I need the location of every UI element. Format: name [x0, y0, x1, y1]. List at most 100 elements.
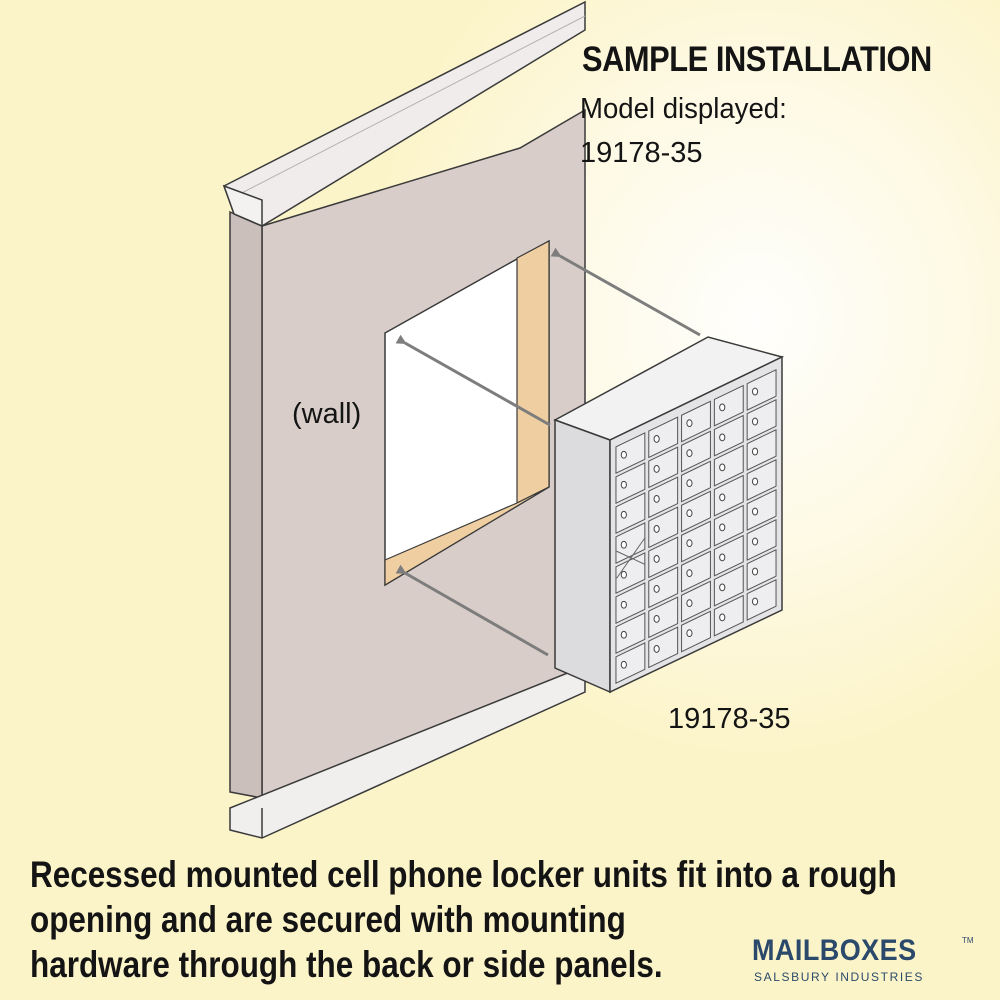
locker-door	[746, 398, 777, 441]
locker-door	[648, 596, 679, 639]
lock-icon	[653, 645, 660, 653]
lock-icon	[653, 525, 660, 533]
lock-icon	[686, 629, 693, 638]
logo-name: MAILBOXES	[752, 934, 917, 967]
lock-icon	[751, 447, 759, 456]
locker-door	[648, 446, 679, 489]
locker-door	[713, 534, 744, 577]
lock-icon	[653, 615, 660, 623]
lock-icon	[620, 510, 627, 519]
caption-line: opening and are secured with mounting	[30, 899, 626, 940]
locker-side	[554, 418, 611, 694]
lock-icon	[751, 387, 759, 396]
locker-door	[648, 476, 679, 519]
lock-icon	[686, 479, 693, 488]
lock-icon	[719, 613, 726, 622]
lock-icon	[653, 435, 660, 443]
wall-label: (wall)	[292, 398, 362, 430]
caption-line: hardware through the back or side panels…	[30, 944, 663, 985]
lock-icon	[653, 465, 660, 473]
lock-icon	[719, 583, 726, 592]
lock-icon	[653, 555, 660, 563]
lock-icon	[719, 553, 726, 562]
locker-door	[648, 626, 679, 669]
locker-door	[615, 582, 646, 625]
lock-icon	[686, 539, 693, 548]
arrow-bottom	[395, 564, 549, 657]
locker-door	[713, 444, 744, 487]
opening-sill	[384, 486, 550, 587]
lock-icon	[686, 449, 693, 458]
locker-door	[681, 400, 711, 443]
lock-icon	[620, 480, 627, 489]
locker-door	[681, 430, 711, 473]
wall-baseboard	[229, 664, 586, 839]
locker-door	[681, 460, 711, 503]
lock-icon	[751, 597, 759, 606]
wall-top-cap-end	[222, 184, 263, 228]
unit-model-label: 19178-35	[668, 703, 791, 735]
lock-icon	[620, 570, 627, 579]
locker-door	[648, 506, 679, 549]
lock-icon	[751, 477, 759, 486]
lock-icon	[686, 569, 693, 578]
locker-door	[615, 612, 646, 655]
locker-door	[615, 492, 646, 535]
locker-door	[681, 550, 711, 593]
locker-door	[713, 564, 744, 607]
logo-tagline: SALSBURY INDUSTRIES	[754, 970, 924, 984]
locker-door	[648, 416, 679, 459]
locker-door	[746, 518, 777, 561]
locker-door	[713, 384, 744, 427]
lock-icon	[620, 540, 627, 549]
locker-door	[615, 522, 646, 565]
locker-door	[648, 536, 679, 579]
lock-icon	[719, 493, 726, 502]
locker-door	[713, 504, 744, 547]
lock-icon	[686, 509, 693, 518]
caption: Recessed mounted cell phone locker units…	[30, 852, 965, 987]
opening-right-jamb	[516, 240, 550, 504]
locker-door	[746, 578, 777, 621]
locker-door	[681, 520, 711, 563]
locker-door	[713, 594, 744, 637]
locker-door	[713, 414, 744, 457]
wall-edge	[229, 210, 263, 799]
model-displayed-label: Model displayed:	[580, 93, 787, 125]
locker-door	[713, 474, 744, 517]
locker-door	[615, 462, 646, 505]
lock-icon	[751, 507, 759, 516]
lock-icon	[653, 495, 660, 503]
lock-icon	[719, 463, 726, 472]
lock-icon	[653, 585, 660, 593]
lock-icon	[620, 450, 627, 459]
lock-icon	[620, 600, 627, 609]
locker-door	[746, 428, 777, 471]
locker-door	[615, 642, 646, 685]
model-number: 19178-35	[580, 137, 703, 169]
locker-door	[615, 552, 646, 595]
lock-icon	[620, 660, 627, 669]
locker-door	[648, 566, 679, 609]
mailboxes-logo: MAILBOXES TM SALSBURY INDUSTRIES	[752, 934, 982, 990]
locker-door	[746, 548, 777, 591]
lock-icon	[751, 537, 759, 546]
locker-door-grid	[615, 368, 777, 685]
diagram-title: SAMPLE INSTALLATION	[582, 40, 932, 79]
lock-icon	[719, 433, 726, 442]
lock-icon	[620, 630, 627, 639]
locker-door	[615, 432, 646, 475]
locker-door	[681, 610, 711, 653]
arrow-top	[550, 247, 701, 337]
lock-icon	[719, 523, 726, 532]
locker-door	[681, 490, 711, 533]
locker-door	[746, 458, 777, 501]
arrow-middle	[395, 334, 551, 427]
door-x-mark	[616, 537, 646, 579]
caption-line: Recessed mounted cell phone locker units…	[30, 854, 897, 895]
lock-icon	[751, 567, 759, 576]
lock-icon	[719, 403, 726, 412]
locker-door	[746, 488, 777, 531]
